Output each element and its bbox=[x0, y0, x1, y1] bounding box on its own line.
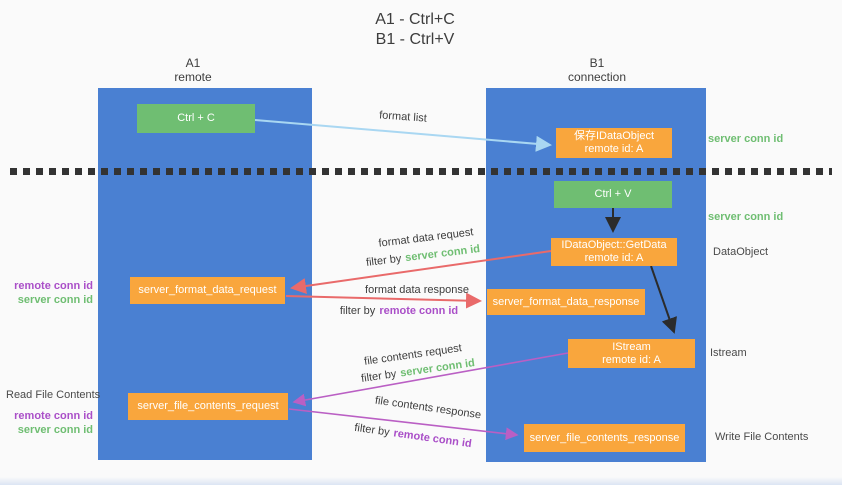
filter-by-text: filter by bbox=[353, 421, 391, 439]
node-server-file-contents-response: server_file_contents_response bbox=[524, 424, 685, 452]
lane-a-name: A1 bbox=[185, 56, 201, 70]
lane-a-header: A1 remote bbox=[133, 56, 253, 84]
lane-a-subtitle: remote bbox=[174, 70, 212, 84]
istream-line2: remote id: A bbox=[602, 353, 661, 366]
save-idataobject-line2: remote id: A bbox=[584, 143, 644, 155]
file-response-label: server_file_contents_response bbox=[529, 431, 680, 444]
getdata-line1: IDataObject::GetData bbox=[561, 239, 667, 251]
node-ctrl-c: Ctrl + C bbox=[137, 104, 255, 133]
filter-by-text: filter by bbox=[360, 368, 398, 385]
format-response-label: server_format_data_response bbox=[492, 295, 640, 308]
node-save-idataobject: 保存IDataObject remote id: A bbox=[556, 128, 672, 158]
right-server-conn-id-1: server conn id bbox=[708, 133, 784, 145]
left-conn-id-stack-2: remote conn id server conn id bbox=[0, 409, 93, 437]
format-request-label: server_format_data_request bbox=[138, 284, 277, 296]
file-request-label: server_file_contents_request bbox=[137, 400, 279, 412]
label-format-list: format list bbox=[378, 109, 428, 125]
lane-b-name: B1 bbox=[589, 56, 605, 70]
filter-by-text: filter by bbox=[339, 305, 376, 317]
lane-b-header: B1 connection bbox=[537, 56, 657, 84]
left-server-conn-id-2: server conn id bbox=[17, 424, 93, 436]
server-conn-id-text: server conn id bbox=[404, 243, 481, 265]
remote-conn-id-text: remote conn id bbox=[379, 305, 459, 317]
left-server-conn-id-1: server conn id bbox=[17, 294, 93, 306]
right-dataobject-label: DataObject bbox=[713, 246, 769, 258]
getdata-line2: remote id: A bbox=[584, 252, 644, 264]
title-line-2: B1 - Ctrl+V bbox=[375, 31, 455, 48]
left-remote-conn-id-2: remote conn id bbox=[14, 410, 93, 422]
save-idataobject-line1: 保存IDataObject bbox=[573, 130, 655, 142]
remote-conn-id-text: remote conn id bbox=[392, 427, 473, 451]
arrow-format-data-response bbox=[285, 292, 482, 309]
lane-b-subtitle: connection bbox=[567, 70, 627, 84]
bottom-edge-fade bbox=[0, 477, 842, 485]
node-server-format-data-response: server_format_data_response bbox=[487, 289, 645, 315]
right-write-file-contents-label: Write File Contents bbox=[715, 431, 809, 443]
ctrl-c-label: Ctrl + C bbox=[177, 112, 215, 124]
ctrl-v-label: Ctrl + V bbox=[594, 188, 632, 200]
label-format-data-response: format data response bbox=[365, 284, 469, 296]
node-server-format-data-request: server_format_data_request bbox=[130, 277, 285, 304]
node-istream: IStream remote id: A bbox=[568, 339, 695, 368]
node-server-file-contents-request: server_file_contents_request bbox=[128, 393, 288, 420]
right-server-conn-id-2: server conn id bbox=[708, 211, 784, 223]
filter-by-text: filter by bbox=[365, 252, 403, 269]
node-idataobject-getdata: IDataObject::GetData remote id: A bbox=[551, 238, 677, 266]
diagram-title: A1 - Ctrl+C B1 - Ctrl+V bbox=[330, 10, 500, 50]
left-remote-conn-id-1: remote conn id bbox=[14, 280, 93, 292]
title-line-1: A1 - Ctrl+C bbox=[375, 11, 455, 28]
left-conn-id-stack-1: remote conn id server conn id bbox=[0, 279, 93, 307]
istream-line1: IStream bbox=[612, 340, 651, 353]
label-file-contents-response: file contents response bbox=[374, 394, 482, 422]
dotted-separator bbox=[10, 168, 832, 175]
left-read-file-contents-label: Read File Contents bbox=[6, 389, 101, 401]
node-ctrl-v: Ctrl + V bbox=[554, 181, 672, 208]
right-istream-label: Istream bbox=[710, 347, 747, 359]
